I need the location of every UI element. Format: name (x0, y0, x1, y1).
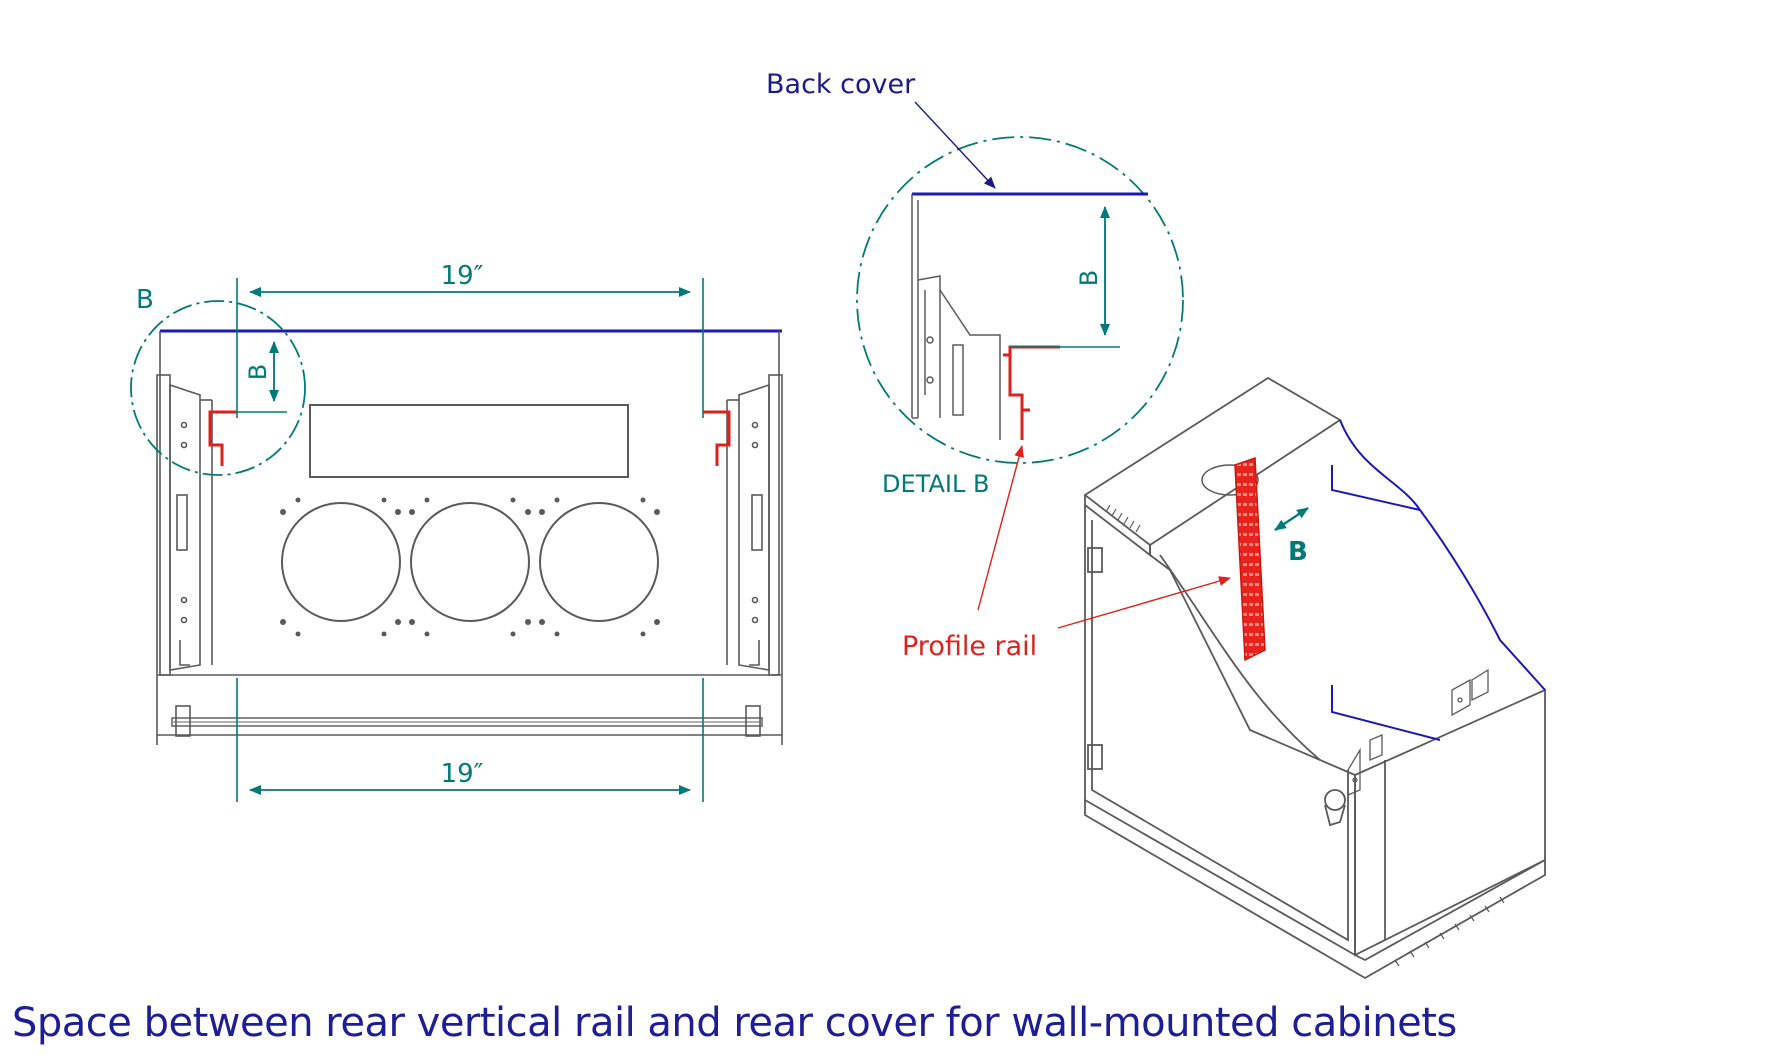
dim-19-top-label: 19″ (441, 261, 484, 291)
left-side-profile (159, 374, 213, 676)
door-hinge-top (1087, 547, 1103, 573)
profile-rail-leader-detail (977, 445, 1024, 611)
cutaway-back-cover (1331, 419, 1546, 741)
vent-slot (309, 404, 629, 478)
iso-dim-b-label: B (1288, 537, 1308, 567)
detail-b-circle (856, 136, 1184, 464)
door-lock (1324, 789, 1346, 827)
fan-opening-3 (539, 502, 659, 622)
iso-profile-rail (1234, 456, 1266, 662)
diagram-caption: Space between rear vertical rail and rea… (12, 1000, 1457, 1046)
cabinet-top-panel (1083, 376, 1342, 547)
detail-b-view (856, 136, 1184, 464)
dim-b-front-label: B (244, 364, 272, 380)
profile-rail-right (703, 410, 731, 466)
back-cover-leader (914, 101, 996, 189)
back-cover-label: Back cover (766, 69, 916, 100)
front-view (156, 329, 783, 745)
cabinet-base (1084, 800, 1546, 980)
cabinet-front-door (1084, 505, 1356, 957)
right-side-profile (726, 374, 780, 676)
profile-rail-left (208, 410, 237, 466)
profile-rail-leader-iso (1057, 576, 1231, 629)
profile-rail-label: Profile rail (902, 631, 1037, 662)
detail-profile-rail (1003, 345, 1060, 440)
dim-b-detail-label: B (1075, 270, 1103, 286)
fan-openings (281, 502, 659, 622)
fan-opening-1 (281, 502, 401, 622)
detail-b-callout-circle (130, 300, 306, 476)
detail-b-title: DETAIL B (882, 470, 989, 498)
detail-b-marker-label: B (136, 285, 154, 315)
fan-opening-2 (410, 502, 530, 622)
isometric-cabinet-view (1083, 376, 1546, 980)
dim-19-bottom-label: 19″ (441, 759, 484, 789)
door-hinge-bottom (1087, 744, 1103, 770)
iso-dim-b-arrow (1274, 507, 1309, 531)
front-view-dimensions (130, 278, 704, 802)
cabinet-side-panel (1354, 688, 1546, 957)
fan-screw-holes (280, 497, 660, 637)
